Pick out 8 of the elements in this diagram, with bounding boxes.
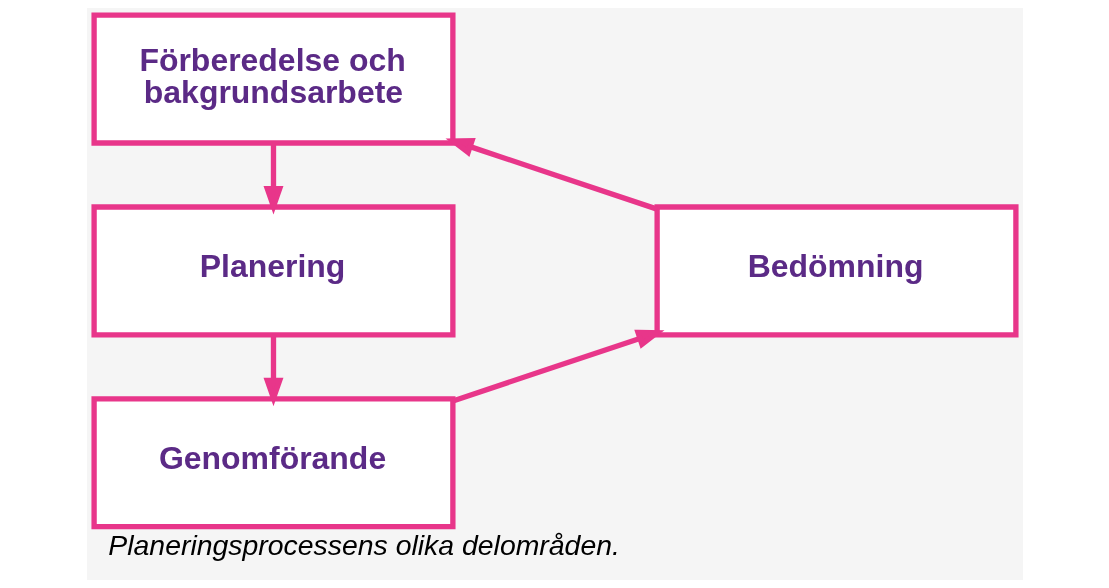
arrow: [445, 137, 658, 212]
arrow: [263, 334, 283, 407]
arrow: [263, 143, 283, 215]
caption: Planeringsprocessens olika delområden.: [107, 528, 620, 561]
node-box: Förberedelse och bakgrundsarbete: [90, 12, 456, 146]
node-box: Genomförande: [90, 396, 456, 530]
node-box: Bedömning: [653, 204, 1019, 338]
node-box: Planering: [90, 204, 456, 338]
